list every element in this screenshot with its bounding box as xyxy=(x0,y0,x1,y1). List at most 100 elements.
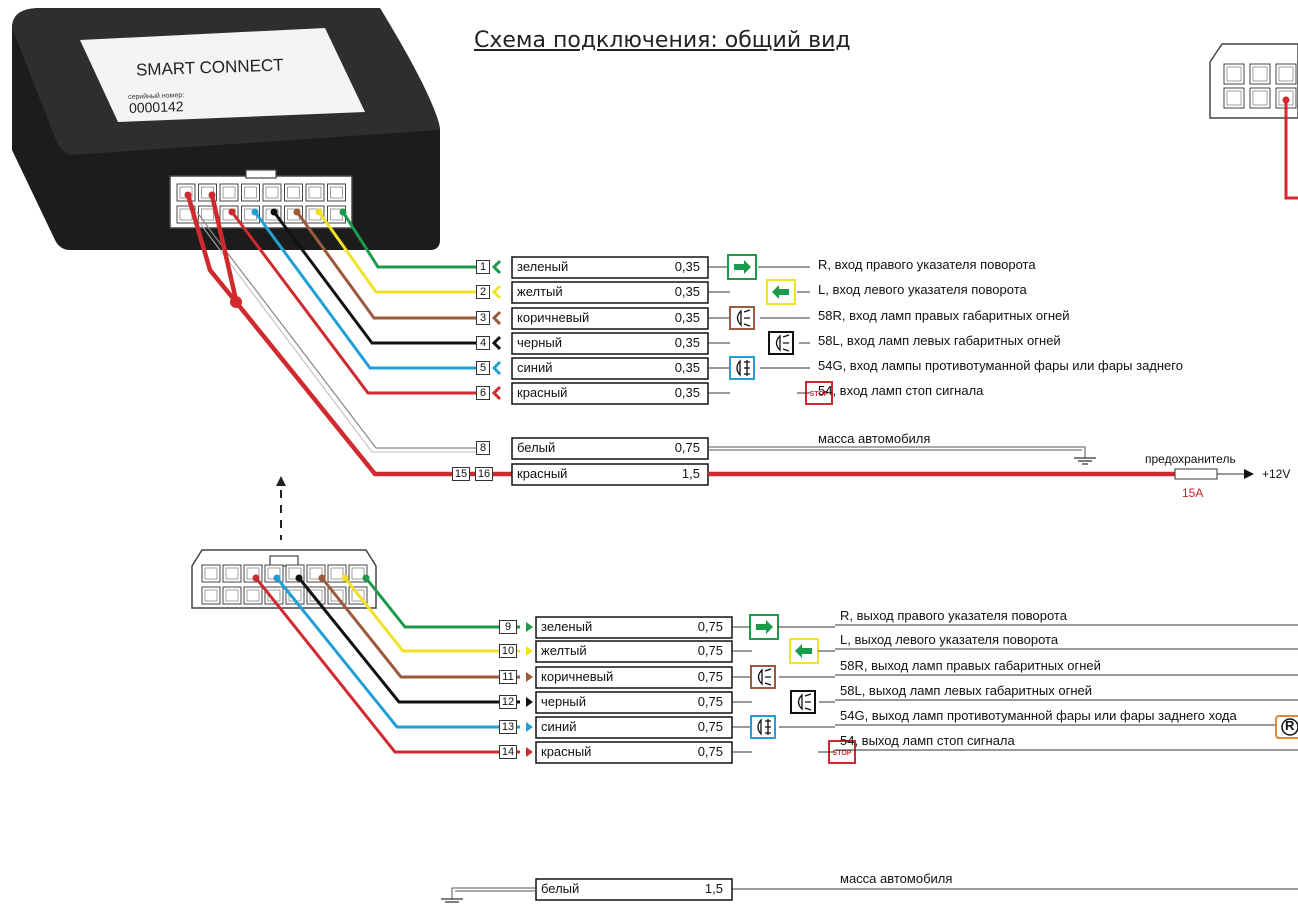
output-connector-pin-cell xyxy=(264,586,284,605)
device-connector-pin-socket xyxy=(265,186,279,199)
power-connector-pin-cell xyxy=(1223,63,1245,85)
output-connector-pin-cell xyxy=(222,564,242,583)
lamp-glyph xyxy=(736,359,750,377)
output-connector-pin-socket xyxy=(204,567,218,580)
output-connector-pin-socket xyxy=(225,589,239,602)
fuse-label: предохранитель xyxy=(1145,452,1236,466)
wire-terminal xyxy=(295,574,303,582)
pin-number-6: 6 xyxy=(476,386,490,400)
pin-number-3: 3 xyxy=(476,311,490,325)
input-wire-6 xyxy=(230,211,488,395)
connector-arrow xyxy=(526,622,533,632)
input-description-2: L, вход левого указателя поворота xyxy=(818,282,1027,297)
pin-number-9: 9 xyxy=(499,620,517,634)
arrow-up-icon xyxy=(276,476,286,486)
lamp-glyph xyxy=(757,668,772,686)
output-connector-pin-socket xyxy=(246,589,260,602)
output-connector-pin-socket xyxy=(204,589,218,602)
wire-terminal xyxy=(251,208,259,216)
device-connector-pin-cell xyxy=(305,183,325,202)
input-description-4: 58L, вход ламп левых габаритных огней xyxy=(818,333,1061,348)
device-connector-pin-socket xyxy=(308,186,322,199)
wire-color-label: красный xyxy=(517,466,568,481)
input-wire-1 xyxy=(341,211,488,269)
power-connector-pin-cell xyxy=(1275,63,1297,85)
serial-number: 0000142 xyxy=(128,98,184,116)
supply-voltage: +12V xyxy=(1262,467,1291,481)
pin-number-16: 16 xyxy=(475,467,493,481)
wire-gauge: 0,75 xyxy=(674,440,700,455)
wire-terminal xyxy=(341,574,349,582)
output-wire-10 xyxy=(343,577,520,653)
wire-gauge: 0,75 xyxy=(697,694,723,709)
wire-color-label: коричневый xyxy=(541,669,614,684)
lamp-glyph xyxy=(736,309,751,327)
wire-color-label: зеленый xyxy=(517,259,569,274)
power-connector-pin-socket xyxy=(1252,66,1268,82)
wire-gauge: 0,35 xyxy=(674,335,700,350)
connector-arrow xyxy=(526,672,533,682)
output-connector-pin-socket xyxy=(225,567,239,580)
output-connector-pin-cell xyxy=(285,586,305,605)
fog-light-icon xyxy=(750,715,776,739)
wire-label-box xyxy=(511,437,709,460)
reverse-badge-letter: R xyxy=(1285,718,1295,733)
wire-gauge: 0,35 xyxy=(674,310,700,325)
power-connector-pin-socket xyxy=(1252,90,1268,106)
arrow-right-icon xyxy=(1244,469,1254,479)
wire-gauge: 0,35 xyxy=(674,360,700,375)
wire-gauge: 1,5 xyxy=(681,466,700,481)
input-description-5: 54G, вход лампы противотуманной фары или… xyxy=(818,358,1183,373)
connector-chevron xyxy=(491,284,502,300)
connector-arrow xyxy=(526,697,533,707)
wire-color-label: синий xyxy=(541,719,577,734)
input-wire-4 xyxy=(272,211,488,345)
turn-left-icon xyxy=(766,279,796,305)
pin-number-15: 15 xyxy=(452,467,470,481)
fuse-rating: 15A xyxy=(1182,486,1204,500)
power-wire-branch xyxy=(209,194,239,301)
output-description-14: 54, выход ламп стоп сигнала xyxy=(840,733,1015,748)
output-wire-14 xyxy=(254,577,520,754)
connector-chevron xyxy=(491,335,502,351)
turn-left-icon-arrow xyxy=(795,644,812,658)
lamp-glyph xyxy=(775,334,790,352)
wire-terminal xyxy=(1282,96,1290,104)
turn-left-icon-arrow xyxy=(772,285,789,299)
output-description-11: 58R, выход ламп правых габаритных огней xyxy=(840,658,1101,673)
pin-number-13: 13 xyxy=(499,720,517,734)
pin-number-14: 14 xyxy=(499,745,517,759)
lamp-glyph xyxy=(757,718,771,736)
output-connector-pin-socket xyxy=(288,567,302,580)
power-connector-pin-cell xyxy=(1249,63,1271,85)
input-wire-2 xyxy=(317,211,488,294)
wire-color-label: белый xyxy=(541,881,580,896)
output-connector-pin-socket xyxy=(351,567,365,580)
parking-light-icon xyxy=(768,331,794,355)
wire-terminal xyxy=(362,574,370,582)
device-connector-pin-cell xyxy=(262,183,282,202)
wire-color-label: черный xyxy=(517,335,563,350)
wire-color-label: коричневый xyxy=(517,310,590,325)
connector-chevron xyxy=(491,259,502,275)
lamp-glyph xyxy=(797,693,812,711)
pin-number-12: 12 xyxy=(499,695,517,709)
input-description-1: R, вход правого указателя поворота xyxy=(818,257,1036,272)
wire-gauge: 0,35 xyxy=(674,385,700,400)
wire-terminal xyxy=(315,208,323,216)
fuse-icon xyxy=(1174,468,1218,480)
pin-number-10: 10 xyxy=(499,644,517,658)
input-wire-5 xyxy=(253,211,488,370)
ground-wire-8 xyxy=(196,211,488,449)
pin-number-1: 1 xyxy=(476,260,490,274)
power-connector-pin-cell xyxy=(1249,87,1271,109)
output-connector-pin-cell xyxy=(222,586,242,605)
device-connector-pin-socket xyxy=(222,186,236,199)
power-connector-pin-socket xyxy=(1226,90,1242,106)
device-connector-pin-socket xyxy=(265,208,279,221)
wire-color-label: зеленый xyxy=(541,619,593,634)
device-connector-pin-cell xyxy=(284,183,303,202)
device-connector-pin-socket xyxy=(179,186,193,199)
wire-gauge: 0,75 xyxy=(697,643,723,658)
